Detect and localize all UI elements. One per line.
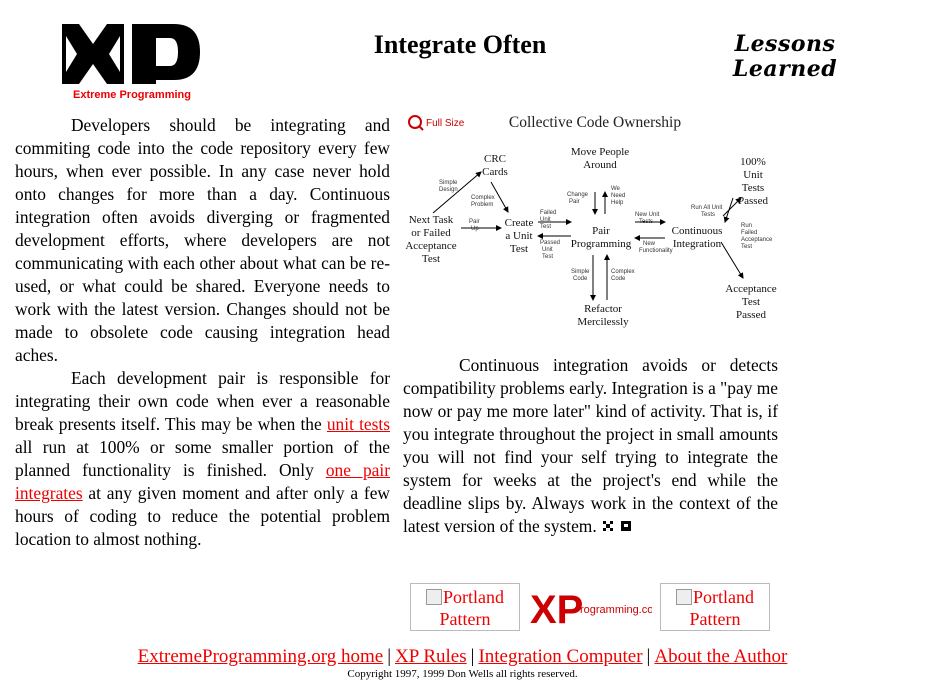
node-crc-2: Cards [482,166,508,178]
node-utp-4: Passed [738,195,768,207]
unit-tests-link[interactable]: unit tests [326,414,390,434]
edge-passed-2: Unit [542,247,553,253]
edge-new-func-1: New [643,241,656,247]
edge-help-3: Help [611,200,624,206]
edge-change-pair-2: Pair [569,199,580,205]
node-next-1: Next Task [409,214,454,226]
xp-mark: XP [530,588,583,632]
badge-right-line2: Pattern [689,609,741,629]
edge-complex-problem-1: Complex [471,195,495,201]
node-refactor-1: Refactor [584,303,622,315]
one-pair-integrates-link[interactable]: one pair integrates [15,460,390,503]
node-create-2: a Unit [505,230,532,242]
badge-left-line2: Pattern [439,609,491,629]
right-paragraph-text: Continuous integration avoids or detects… [403,355,778,536]
edge-run-failed-1: Run [741,223,752,229]
node-pair-1: Pair [592,225,610,237]
node-refactor-2: Mercilessly [577,316,629,328]
node-pair-2: Programming [571,238,632,250]
node-ci-1: Continuous [672,225,723,237]
edge-new-unit-1: New Unit [635,212,660,218]
edge-new-func-2: Functionality [639,248,673,254]
logo-caption: Extreme Programming [73,89,191,101]
edge-pair-up-1: Pair [469,219,480,225]
p2-text-c: at any given moment and after only a few… [15,483,390,549]
xprogramming-logo[interactable]: XP rogramming.com [530,583,663,635]
portland-pattern-badge-left[interactable]: Portland Pattern [410,583,520,631]
node-create-1: Create [505,217,534,229]
edge-complex-problem-2: Problem [471,202,493,208]
about-author-link[interactable]: About the Author [654,646,788,667]
node-create-3: Test [510,243,528,255]
right-column: Continuous integration avoids or detects… [403,354,778,538]
footer-sep: | [387,646,391,667]
p2-text-a: Each development pair is responsible for… [15,368,390,434]
badge-left-line1: Portland [443,587,504,607]
xp-rules-link[interactable]: XP Rules [395,646,467,667]
edge-pair-up-2: Up [471,226,479,232]
xp-site-text: rogramming.com [580,604,652,616]
edge-change-pair-1: Change [567,192,589,198]
left-paragraph-2: Each development pair is responsible for… [15,367,390,551]
edge-help-2: Need [611,193,625,199]
home-link[interactable]: ExtremeProgramming.org home [137,646,384,667]
fullsize-label: Full Size [426,118,465,129]
node-acc-3: Passed [736,309,766,321]
lessons-line-2: Learned [732,56,838,82]
footer-sep: | [470,646,475,667]
edge-run-failed-2: Failed [741,230,757,236]
footer-nav: ExtremeProgramming.org home|XP Rules|Int… [0,646,925,668]
lessons-learned-logo: Lessons Learned [720,32,850,82]
left-column: Developers should be integrating and com… [15,114,390,551]
small-xp-icon [603,521,632,531]
edge-simple-code-1: Simple [571,269,590,275]
node-crc-1: CRC [484,153,506,165]
badge-right-line1: Portland [693,587,754,607]
broken-image-icon [676,589,692,605]
left-paragraph-1: Developers should be integrating and com… [15,115,390,365]
footer-sep: | [646,646,651,667]
node-next-2: or Failed [411,227,451,239]
magnifier-icon [408,115,422,129]
node-move-1: Move People [571,146,629,158]
edge-complex-code-2: Code [611,276,626,282]
edge-help-1: We [611,186,621,192]
fullsize-button[interactable]: Full Size [408,115,465,131]
edge-new-unit-2: Tests [639,219,653,225]
node-utp-2: Unit [743,169,763,181]
edge-failed-3: Test [540,224,551,230]
edge-failed-1: Failed [540,210,556,216]
edge-run-failed-4: Test [741,244,752,250]
node-next-3: Acceptance [405,240,456,252]
broken-image-icon [426,589,442,605]
edge-simple-code-2: Code [573,276,588,282]
edge-run-failed-3: Acceptance [741,237,773,243]
node-ci-2: Integration [673,238,722,250]
node-move-2: Around [583,159,617,171]
node-utp-1: 100% [740,156,766,168]
copyright: Copyright 1997, 1999 Don Wells all right… [347,668,578,680]
edge-simple-design-1: Simple [439,180,458,186]
edge-run-all-1: Run All Unit [691,205,723,211]
xp-logo-graphic: Extreme Programming [62,24,200,101]
diagram-title: Collective Code Ownership [509,114,681,131]
edge-simple-design-2: Design [439,187,458,193]
node-next-4: Test [422,253,440,265]
right-paragraph-1: Continuous integration avoids or detects… [403,354,778,538]
edge-passed-1: Passed [540,240,560,246]
xp-logo: Extreme Programming [62,24,202,102]
edge-failed-2: Unit [540,217,551,223]
edge-passed-3: Test [542,254,553,260]
p2-text-b: all run at 100% or some smaller portion … [15,437,390,480]
collective-code-ownership-diagram: Full Size Collective Code Ownership CRC … [403,110,783,335]
lessons-line-1: Lessons [734,31,836,57]
integration-computer-link[interactable]: Integration Computer [478,646,643,667]
edge-complex-code-1: Complex [611,269,635,275]
node-utp-3: Tests [742,182,764,194]
node-acc-1: Acceptance [725,283,776,295]
edge-run-all-2: Tests [701,212,715,218]
node-acc-2: Test [742,296,760,308]
portland-pattern-badge-right[interactable]: Portland Pattern [660,583,770,631]
page-title: Integrate Often [373,30,547,59]
